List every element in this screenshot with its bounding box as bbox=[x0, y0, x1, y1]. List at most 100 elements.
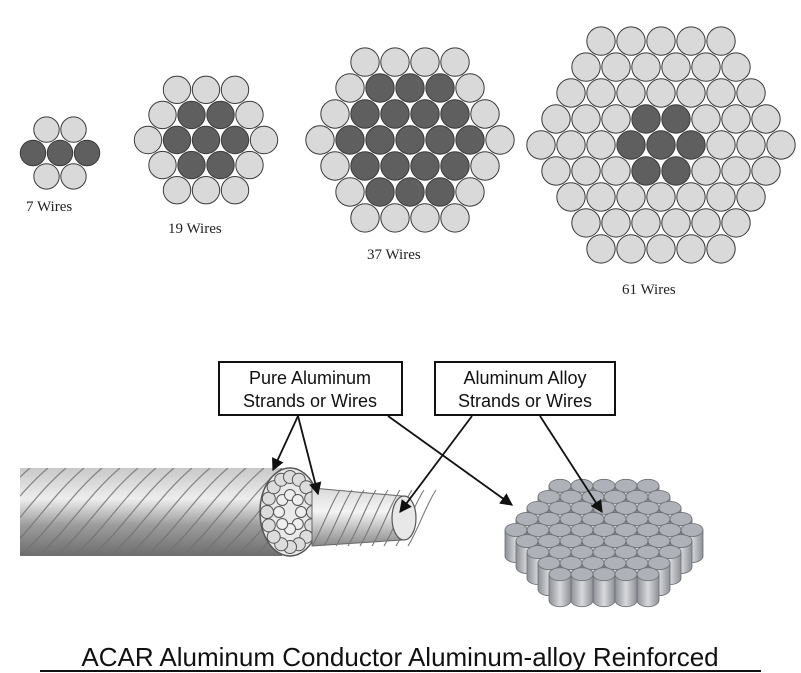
strand-wire bbox=[320, 151, 350, 181]
strand-wire bbox=[721, 208, 751, 238]
strand-wire bbox=[395, 177, 425, 207]
helix-line bbox=[359, 489, 389, 547]
helix-line bbox=[55, 468, 139, 556]
strand-wire bbox=[33, 163, 60, 190]
strand-wire bbox=[646, 130, 676, 160]
helix-line bbox=[407, 489, 437, 547]
strand-wire bbox=[440, 47, 470, 77]
strand-wire bbox=[33, 116, 60, 143]
strand-wire bbox=[148, 100, 177, 130]
inner-strand-helix bbox=[311, 489, 437, 547]
helix-line bbox=[181, 468, 265, 556]
cable-end-face bbox=[260, 470, 320, 554]
strand-wire bbox=[350, 99, 380, 129]
strand-wire bbox=[60, 116, 87, 143]
strand-wire bbox=[691, 104, 721, 134]
strand-wire bbox=[191, 176, 221, 205]
strand-wire bbox=[19, 139, 47, 167]
strand-wire bbox=[706, 130, 736, 160]
helix-line bbox=[109, 468, 193, 556]
strand-wire bbox=[736, 182, 766, 212]
strand-wire bbox=[455, 177, 485, 207]
strand-wire bbox=[586, 182, 616, 212]
helix-line bbox=[416, 468, 498, 556]
arrow-alloy-core bbox=[399, 415, 473, 514]
strand-wire bbox=[350, 203, 380, 233]
helix-line bbox=[145, 468, 229, 556]
strand-wire bbox=[631, 208, 661, 238]
strand-wire bbox=[440, 151, 470, 181]
strand-wire bbox=[191, 125, 221, 155]
strand-wire bbox=[380, 99, 410, 129]
strand-wire bbox=[425, 125, 455, 155]
strand-wire bbox=[601, 156, 631, 186]
strand-wire bbox=[235, 100, 264, 130]
alloy-strand bbox=[614, 567, 638, 608]
callout-box-pure bbox=[218, 361, 403, 416]
strand-wire bbox=[395, 125, 425, 155]
strand-wire bbox=[335, 177, 365, 207]
helix-line bbox=[20, 468, 49, 556]
strand-wire bbox=[410, 151, 440, 181]
end-strand bbox=[295, 506, 307, 518]
helix-line bbox=[311, 489, 341, 547]
strand-wire bbox=[73, 139, 101, 167]
strand-wire bbox=[380, 47, 410, 77]
strand-wire bbox=[721, 156, 751, 186]
strand-wire bbox=[571, 208, 601, 238]
strand-wire bbox=[586, 130, 616, 160]
end-strand bbox=[260, 505, 274, 519]
helix-line bbox=[91, 468, 175, 556]
strand-wire bbox=[691, 156, 721, 186]
helix-line bbox=[434, 468, 516, 556]
alloy-strand bbox=[636, 567, 660, 608]
callout-alloy-line2: Strands or Wires bbox=[458, 391, 592, 411]
diagram-title: ACAR Aluminum Conductor Aluminum-alloy R… bbox=[81, 642, 718, 672]
strand-wire bbox=[220, 125, 250, 155]
helix-line bbox=[0, 468, 12, 556]
helix-line bbox=[20, 468, 67, 556]
helix-line bbox=[127, 468, 211, 556]
strand-wire bbox=[616, 26, 646, 56]
strand-wire bbox=[631, 52, 661, 82]
label-37-wires: 37 Wires bbox=[367, 247, 421, 263]
strand-wire bbox=[571, 52, 601, 82]
strand-wire bbox=[691, 52, 721, 82]
strand-wire bbox=[616, 130, 646, 160]
arrow-pure-bundle bbox=[387, 415, 514, 506]
strand-wire bbox=[646, 234, 676, 264]
strand-wire bbox=[541, 104, 571, 134]
strand-wire bbox=[661, 52, 691, 82]
strand-wire bbox=[46, 139, 74, 167]
strand-wire bbox=[365, 73, 395, 103]
cable-illustration bbox=[0, 467, 516, 557]
strand-wire bbox=[661, 104, 691, 134]
strand-wire bbox=[380, 151, 410, 181]
strand-wire bbox=[470, 151, 500, 181]
strand-wire bbox=[571, 156, 601, 186]
strand-wire bbox=[335, 125, 365, 155]
strand-wire bbox=[751, 104, 781, 134]
strand-wire bbox=[556, 130, 586, 160]
strand-wire bbox=[676, 26, 706, 56]
strand-wire bbox=[206, 150, 235, 180]
strand-wire bbox=[676, 182, 706, 212]
strand-wire bbox=[380, 203, 410, 233]
strand-wire bbox=[320, 99, 350, 129]
helix-line bbox=[253, 468, 291, 556]
strand-wire bbox=[177, 100, 206, 130]
strand-wire bbox=[706, 26, 736, 56]
strand-wire bbox=[133, 125, 163, 155]
helix-line bbox=[347, 489, 377, 547]
strand-wire bbox=[162, 176, 192, 205]
strand-wire bbox=[148, 150, 177, 180]
strand-wire bbox=[601, 104, 631, 134]
strand-wire bbox=[191, 75, 221, 105]
alloy-strand bbox=[570, 567, 594, 608]
strand-wire bbox=[305, 125, 335, 155]
strand-wire bbox=[661, 208, 691, 238]
strand-wire bbox=[706, 234, 736, 264]
alloy-strand bbox=[592, 567, 616, 608]
strand-wire bbox=[526, 130, 556, 160]
strand-config-37 bbox=[305, 47, 515, 233]
